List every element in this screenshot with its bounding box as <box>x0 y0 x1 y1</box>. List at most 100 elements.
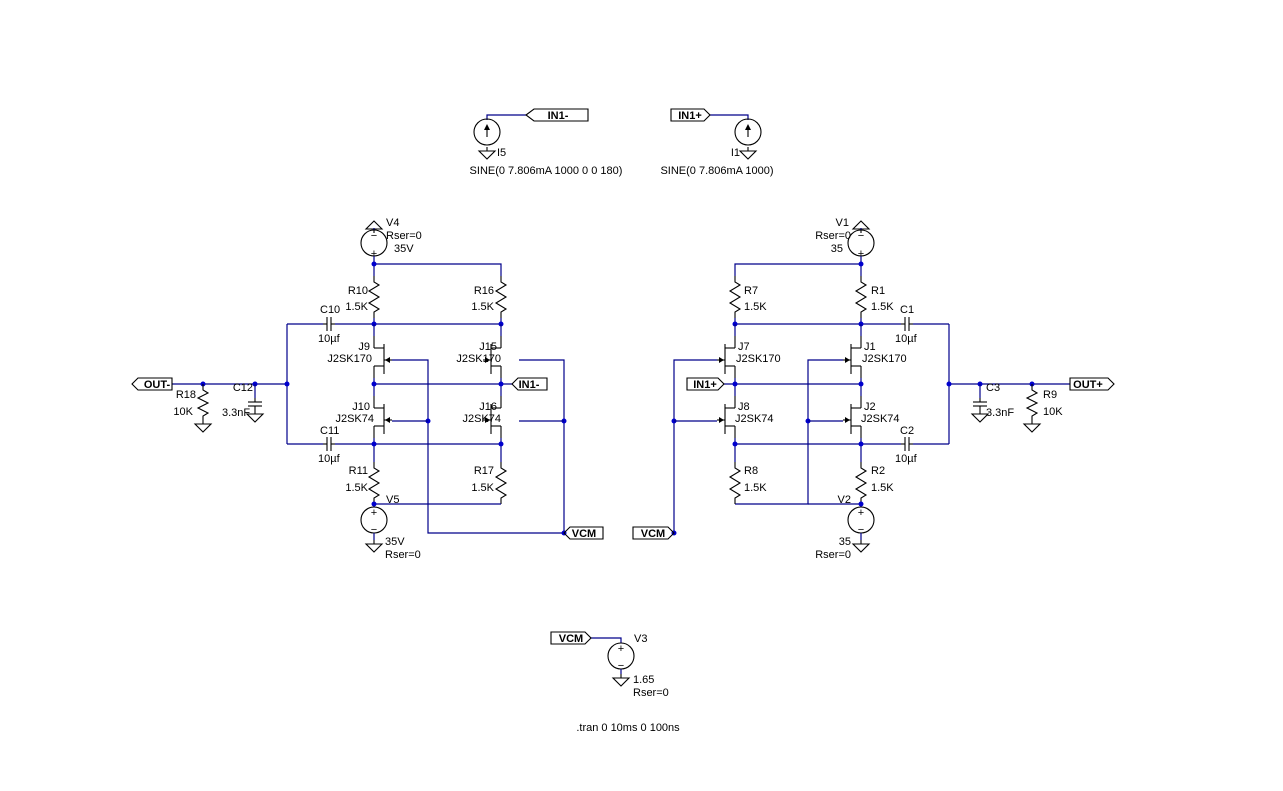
j7-ref: J7 <box>738 341 750 353</box>
net-vcm-bottom: VCM <box>559 633 583 645</box>
net-label-in1-plus-top[interactable]: IN1+ <box>670 108 711 122</box>
svg-text:+: + <box>371 507 377 519</box>
v4-param: Rser=0 <box>386 230 422 242</box>
i5-value: SINE(0 7.806mA 1000 0 0 180) <box>470 165 623 177</box>
j1-ref: J1 <box>864 341 876 353</box>
r17-value: 1.5K <box>471 482 494 494</box>
net-out-minus: OUT- <box>144 379 171 391</box>
left-amplifier: − + V4 Rser=0 35V R10 1.5K R16 1.5K C10 … <box>172 217 567 561</box>
c1-value: 10µf <box>895 333 918 345</box>
r16-ref: R16 <box>474 285 494 297</box>
i1-value: SINE(0 7.806mA 1000) <box>660 165 773 177</box>
svg-text:+: + <box>858 248 864 260</box>
r9-ref: R9 <box>1043 389 1057 401</box>
c10-ref: C10 <box>320 304 340 316</box>
r8-ref: R8 <box>744 465 758 477</box>
v5-ref: V5 <box>386 494 399 506</box>
net-label-vcm-right[interactable]: VCM <box>632 526 675 540</box>
svg-text:−: − <box>618 660 624 672</box>
net-out-plus: OUT+ <box>1073 379 1103 391</box>
c12-ref: C12 <box>233 382 253 394</box>
v2-value: 35 <box>839 536 851 548</box>
r11-ref: R11 <box>349 465 368 477</box>
j10-value: J2SK74 <box>335 413 374 425</box>
r16-value: 1.5K <box>471 301 494 313</box>
current-source-i5: I5 SINE(0 7.806mA 1000 0 0 180) <box>470 114 623 177</box>
c2-ref: C2 <box>900 425 914 437</box>
r7-ref: R7 <box>744 285 758 297</box>
v4-ref: V4 <box>386 217 399 229</box>
r17-ref: R17 <box>474 465 494 477</box>
v5-value: 35V <box>385 536 405 548</box>
j2-ref: J2 <box>864 401 876 413</box>
r2-ref: R2 <box>871 465 885 477</box>
v3-value: 1.65 <box>633 674 654 686</box>
c2-value: 10µf <box>895 453 918 465</box>
r11-value: 1.5K <box>345 482 368 494</box>
r10-value: 1.5K <box>345 301 368 313</box>
v1-ref: V1 <box>836 217 849 229</box>
c1-ref: C1 <box>900 304 914 316</box>
j15-ref: J15 <box>479 341 497 353</box>
r9-value: 10K <box>1043 406 1063 418</box>
r2-value: 1.5K <box>871 482 894 494</box>
spice-directive[interactable]: .tran 0 10ms 0 100ns <box>576 722 680 734</box>
j9-ref: J9 <box>358 341 370 353</box>
c12-value: 3.3nF <box>222 407 250 419</box>
current-source-i1: I1 SINE(0 7.806mA 1000) <box>660 114 774 177</box>
v3-param: Rser=0 <box>633 687 669 699</box>
j7-value: J2SK170 <box>736 353 781 365</box>
r1-ref: R1 <box>871 285 885 297</box>
right-amplifier: − + V1 Rser=0 35 R7 1.5K R1 1.5K C1 10µf… <box>671 217 1070 561</box>
j16-ref: J16 <box>479 401 497 413</box>
i5-ref: I5 <box>497 147 506 159</box>
j15-value: J2SK170 <box>456 353 501 365</box>
r10-ref: R10 <box>348 285 368 297</box>
v4-value: 35V <box>394 243 414 255</box>
net-label-in1-minus-left[interactable]: IN1- <box>511 377 548 391</box>
net-label-vcm-left[interactable]: VCM <box>563 526 604 540</box>
svg-text:+: + <box>858 507 864 519</box>
svg-text:+: + <box>371 248 377 260</box>
net-in1-plus-right: IN1+ <box>693 379 717 391</box>
c3-ref: C3 <box>986 382 1000 394</box>
voltage-source-v3: + − V3 1.65 Rser=0 <box>591 633 669 699</box>
net-label-in1-minus-top[interactable]: IN1- <box>525 108 589 122</box>
v1-param: Rser=0 <box>815 230 851 242</box>
j16-value: J2SK74 <box>462 413 501 425</box>
svg-text:−: − <box>371 230 377 242</box>
net-vcm-left: VCM <box>572 528 596 540</box>
c11-ref: C11 <box>320 425 339 437</box>
r18-value: 10K <box>173 406 193 418</box>
v5-param: Rser=0 <box>385 549 421 561</box>
i1-ref: I1 <box>731 147 740 159</box>
j8-ref: J8 <box>738 401 750 413</box>
net-label-vcm-bottom[interactable]: VCM <box>550 631 592 645</box>
j2-value: J2SK74 <box>861 413 900 425</box>
v1-value: 35 <box>831 243 843 255</box>
r7-value: 1.5K <box>744 301 767 313</box>
svg-text:−: − <box>858 524 864 536</box>
j9-value: J2SK170 <box>327 353 372 365</box>
r1-value: 1.5K <box>871 301 894 313</box>
net-label-in1-plus-right[interactable]: IN1+ <box>686 377 725 391</box>
j1-value: J2SK170 <box>862 353 907 365</box>
svg-text:−: − <box>858 230 864 242</box>
net-in1-plus-top: IN1+ <box>678 110 702 122</box>
c11-value: 10µf <box>318 453 341 465</box>
net-label-out-minus[interactable]: OUT- <box>131 377 173 391</box>
svg-text:+: + <box>618 643 624 655</box>
r8-value: 1.5K <box>744 482 767 494</box>
j10-ref: J10 <box>352 401 370 413</box>
c10-value: 10µf <box>318 333 341 345</box>
v2-param: Rser=0 <box>815 549 851 561</box>
net-label-out-plus[interactable]: OUT+ <box>1069 377 1115 391</box>
net-vcm-right: VCM <box>641 528 665 540</box>
v2-ref: V2 <box>838 494 851 506</box>
r18-ref: R18 <box>176 389 196 401</box>
v3-ref: V3 <box>634 633 647 645</box>
net-in1-minus-left: IN1- <box>519 379 540 391</box>
svg-text:−: − <box>371 524 377 536</box>
j8-value: J2SK74 <box>735 413 774 425</box>
